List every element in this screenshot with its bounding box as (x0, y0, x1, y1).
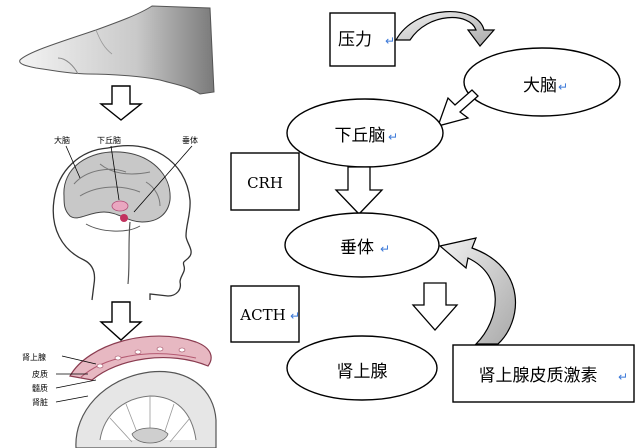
curved-arrow-stress-to-cerebrum (394, 11, 496, 47)
hypothalamus-label: 下丘脑 (335, 126, 386, 146)
crh-label: CRH (247, 174, 283, 192)
acth-return-mark: ↵ (290, 309, 300, 323)
adrenal-label-cortex: 皮质 (32, 369, 48, 379)
arrow-hypothalamus-to-pituitary (334, 166, 384, 215)
down-arrow-brain-to-adrenal (99, 301, 143, 341)
adrenal-kidney-illustration (55, 335, 217, 448)
cortisol-label: 肾上腺皮质激素 (479, 366, 598, 386)
cerebrum-node (463, 47, 621, 117)
cerebrum-label: 大脑 (523, 76, 557, 96)
feedback-arrow-cortisol-to-pituitary (438, 237, 517, 345)
pituitary-return-mark: ↵ (380, 242, 390, 256)
adrenal-label: 肾上腺 (337, 362, 388, 382)
adrenal-label-kidney: 肾脏 (32, 397, 48, 407)
brain-label-cerebrum: 大脑 (54, 135, 70, 145)
down-arrow-hand-to-brain (99, 85, 143, 121)
acth-label: ACTH (239, 306, 285, 324)
arrow-cerebrum-to-hypothalamus (436, 89, 479, 127)
stress-box (329, 12, 396, 67)
cortisol-box (452, 344, 635, 403)
cerebrum-return-mark: ↵ (558, 80, 568, 94)
adrenal-node (286, 335, 438, 401)
brain-label-hypothalamus: 下丘脑 (97, 135, 121, 145)
brain-label-pituitary: 垂体 (182, 135, 198, 145)
hypothalamus-return-mark: ↵ (388, 130, 398, 144)
adrenal-label-medulla: 髓质 (32, 383, 48, 393)
acth-box (230, 285, 300, 343)
pituitary-node (284, 212, 440, 278)
stress-label: 压力 (338, 30, 372, 50)
adrenal-label-adrenal: 肾上腺 (22, 352, 46, 362)
crh-box (230, 152, 300, 211)
pituitary-label: 垂体 (340, 238, 374, 258)
pituitary-dot (120, 214, 128, 222)
arrow-pituitary-to-adrenal (411, 282, 459, 331)
stress-return-mark: ↵ (385, 34, 395, 48)
cortisol-return-mark: ↵ (618, 370, 628, 384)
pressing-hand-illustration (19, 5, 215, 95)
brain-head-illustration (52, 144, 193, 301)
